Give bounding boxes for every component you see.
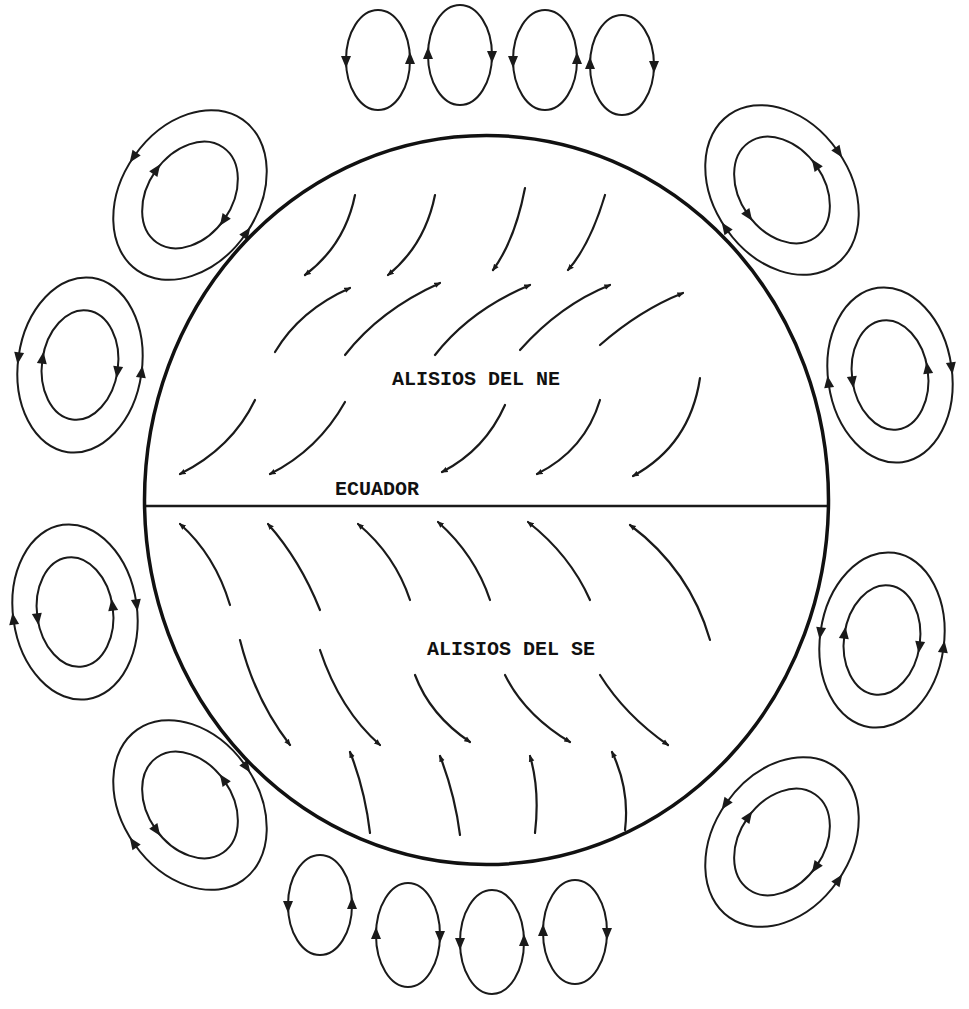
circulation-cells	[0, 5, 969, 994]
wind-label: ALISIOS DEL SE	[425, 640, 597, 660]
equator-line	[143, 505, 830, 508]
globe-circle: ALISIOS DEL NE ECUADOR ALISIOS DEL SE	[143, 134, 830, 866]
globe-outline	[143, 134, 830, 866]
globe-outline	[145, 136, 829, 865]
trade-wind-arrows	[180, 188, 710, 835]
wind-label: ALISIOS DEL NE	[390, 370, 562, 390]
equator-label: ECUADOR	[333, 480, 421, 500]
